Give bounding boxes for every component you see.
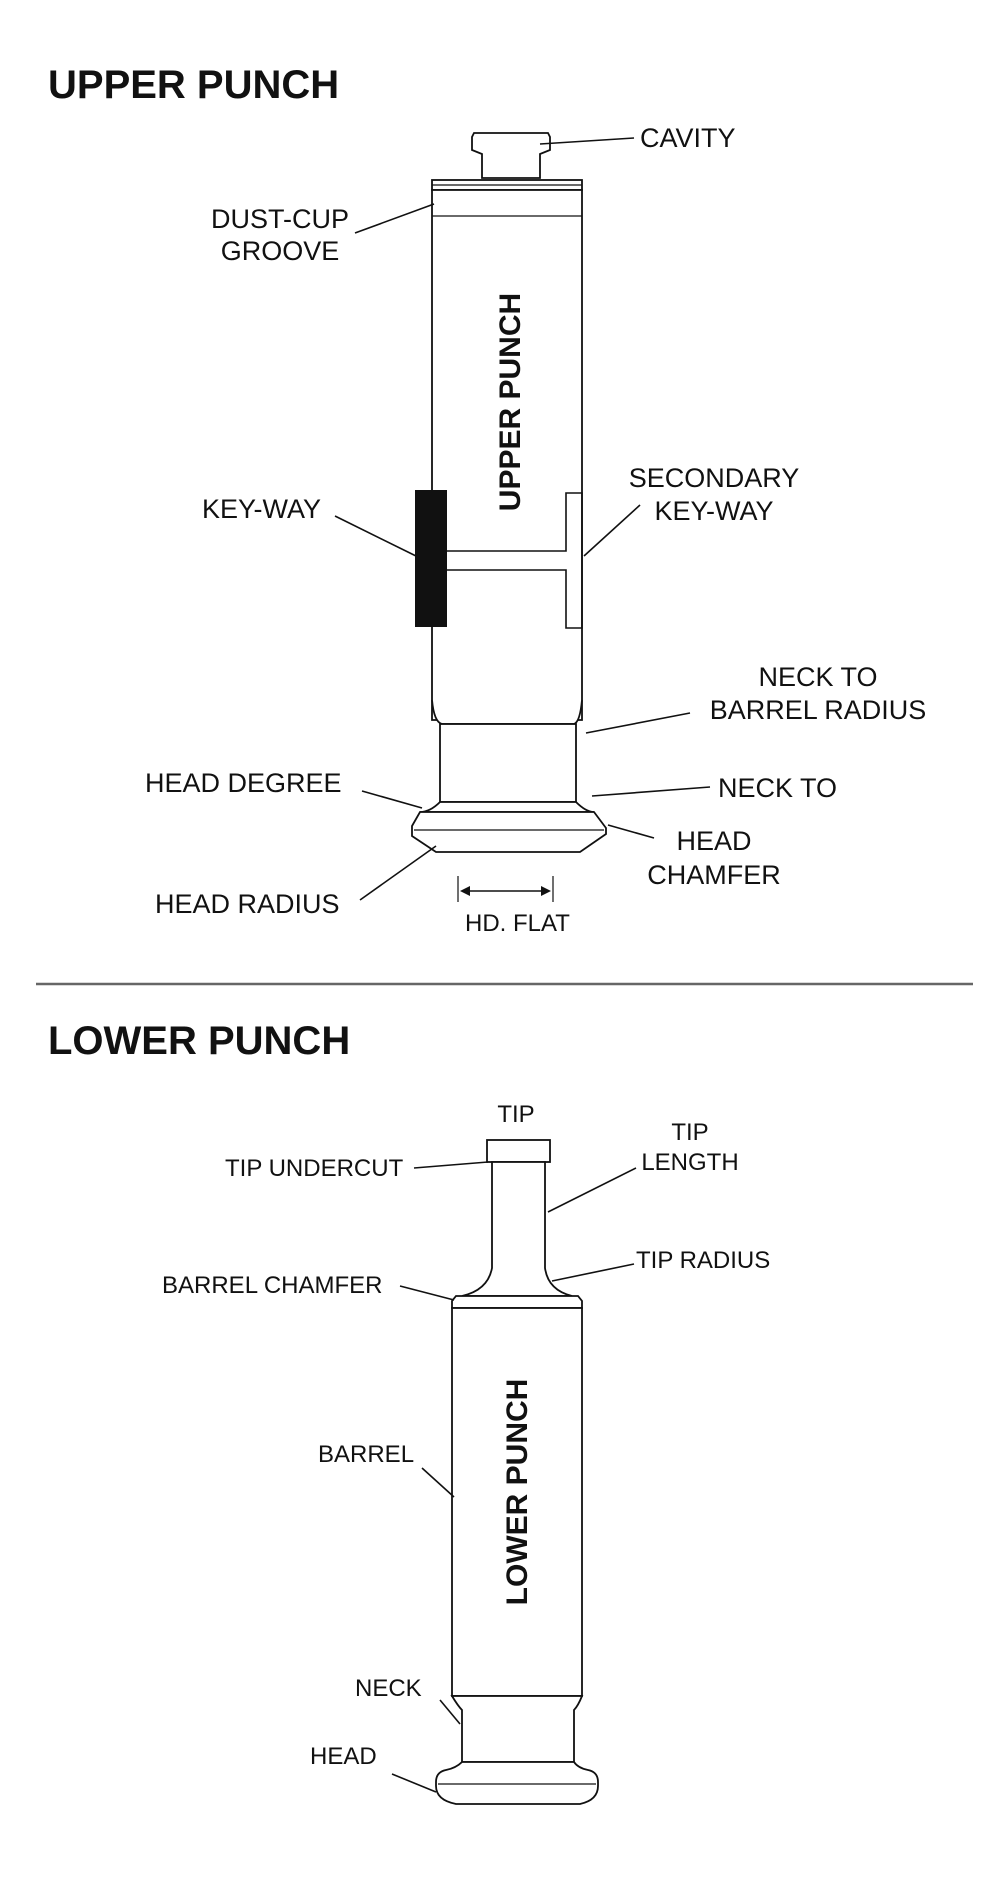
upper-cavity-tip	[471, 132, 551, 179]
upper-punch-title: UPPER PUNCH	[48, 63, 339, 107]
label-tip-radius: TIP RADIUS	[636, 1247, 770, 1274]
barrel-chamfer-leader	[399, 1285, 455, 1301]
upper-secondary-keyway	[447, 492, 583, 629]
label-tip-undercut: TIP UNDERCUT	[225, 1155, 404, 1182]
upper-neck	[439, 723, 577, 803]
neck-to-leader	[591, 786, 711, 797]
lower-head	[435, 1761, 599, 1805]
label-head-chamfer-2: CHAMFER	[647, 860, 781, 890]
head-leader	[391, 1773, 437, 1793]
lower-leaders	[391, 1161, 637, 1793]
upper-leaders	[334, 137, 711, 901]
lower-punch-drawing: LOWER PUNCH	[435, 1139, 599, 1805]
label-secondary-keyway-2: KEY-WAY	[654, 496, 773, 526]
head-radius-leader	[359, 845, 437, 901]
label-head-radius: HEAD RADIUS	[155, 889, 340, 919]
head-degree-leader	[361, 790, 423, 809]
upper-barrel-radius	[431, 699, 583, 725]
upper-keyway	[415, 490, 447, 627]
upper-punch-drawing: UPPER PUNCH	[411, 132, 607, 902]
cavity-leader	[539, 137, 635, 145]
tip-radius-leader	[551, 1263, 635, 1282]
lower-barrel	[451, 1307, 583, 1697]
upper-head	[411, 811, 607, 853]
label-barrel-chamfer: BARREL CHAMFER	[162, 1272, 382, 1299]
secondary-keyway-leader	[583, 504, 641, 557]
label-head: HEAD	[310, 1743, 377, 1770]
label-dust-cup-2: GROOVE	[221, 236, 340, 266]
lower-neck	[450, 1695, 584, 1763]
hd-flat-arrow-left	[460, 886, 470, 896]
label-neck-barrel-1: NECK TO	[758, 662, 877, 692]
lower-barrel-chamfer	[451, 1295, 583, 1309]
label-tip-length-1: TIP	[671, 1119, 708, 1146]
upper-head-degree	[419, 801, 595, 813]
lower-punch-title: LOWER PUNCH	[48, 1019, 350, 1063]
neck-leader	[439, 1699, 461, 1725]
dust-cup-leader	[354, 203, 435, 234]
upper-punch-body-text: UPPER PUNCH	[494, 293, 527, 511]
label-head-chamfer-1: HEAD	[676, 826, 751, 856]
label-neck: NECK	[355, 1675, 422, 1702]
hd-flat-arrow-right	[541, 886, 551, 896]
tip-undercut-leader	[413, 1161, 489, 1169]
label-head-degree: HEAD DEGREE	[145, 768, 342, 798]
label-secondary-keyway-1: SECONDARY	[629, 463, 800, 493]
label-cavity: CAVITY	[640, 123, 736, 153]
lower-tip-shaft	[461, 1161, 573, 1297]
neck-barrel-leader	[585, 712, 691, 734]
label-tip-length-2: LENGTH	[641, 1149, 738, 1176]
tip-length-leader	[547, 1167, 637, 1213]
label-tip: TIP	[497, 1101, 534, 1128]
lower-tip	[486, 1139, 551, 1163]
label-neck-barrel-2: BARREL RADIUS	[710, 695, 927, 725]
label-hd-flat: HD. FLAT	[465, 910, 570, 937]
keyway-leader	[334, 515, 417, 557]
head-chamfer-leader	[607, 824, 655, 839]
label-neck-to: NECK TO	[718, 773, 837, 803]
label-barrel: BARREL	[318, 1441, 414, 1468]
barrel-leader	[421, 1467, 455, 1498]
label-keyway: KEY-WAY	[202, 494, 321, 524]
label-dust-cup-1: DUST-CUP	[211, 204, 349, 234]
lower-punch-body-text: LOWER PUNCH	[501, 1379, 534, 1606]
